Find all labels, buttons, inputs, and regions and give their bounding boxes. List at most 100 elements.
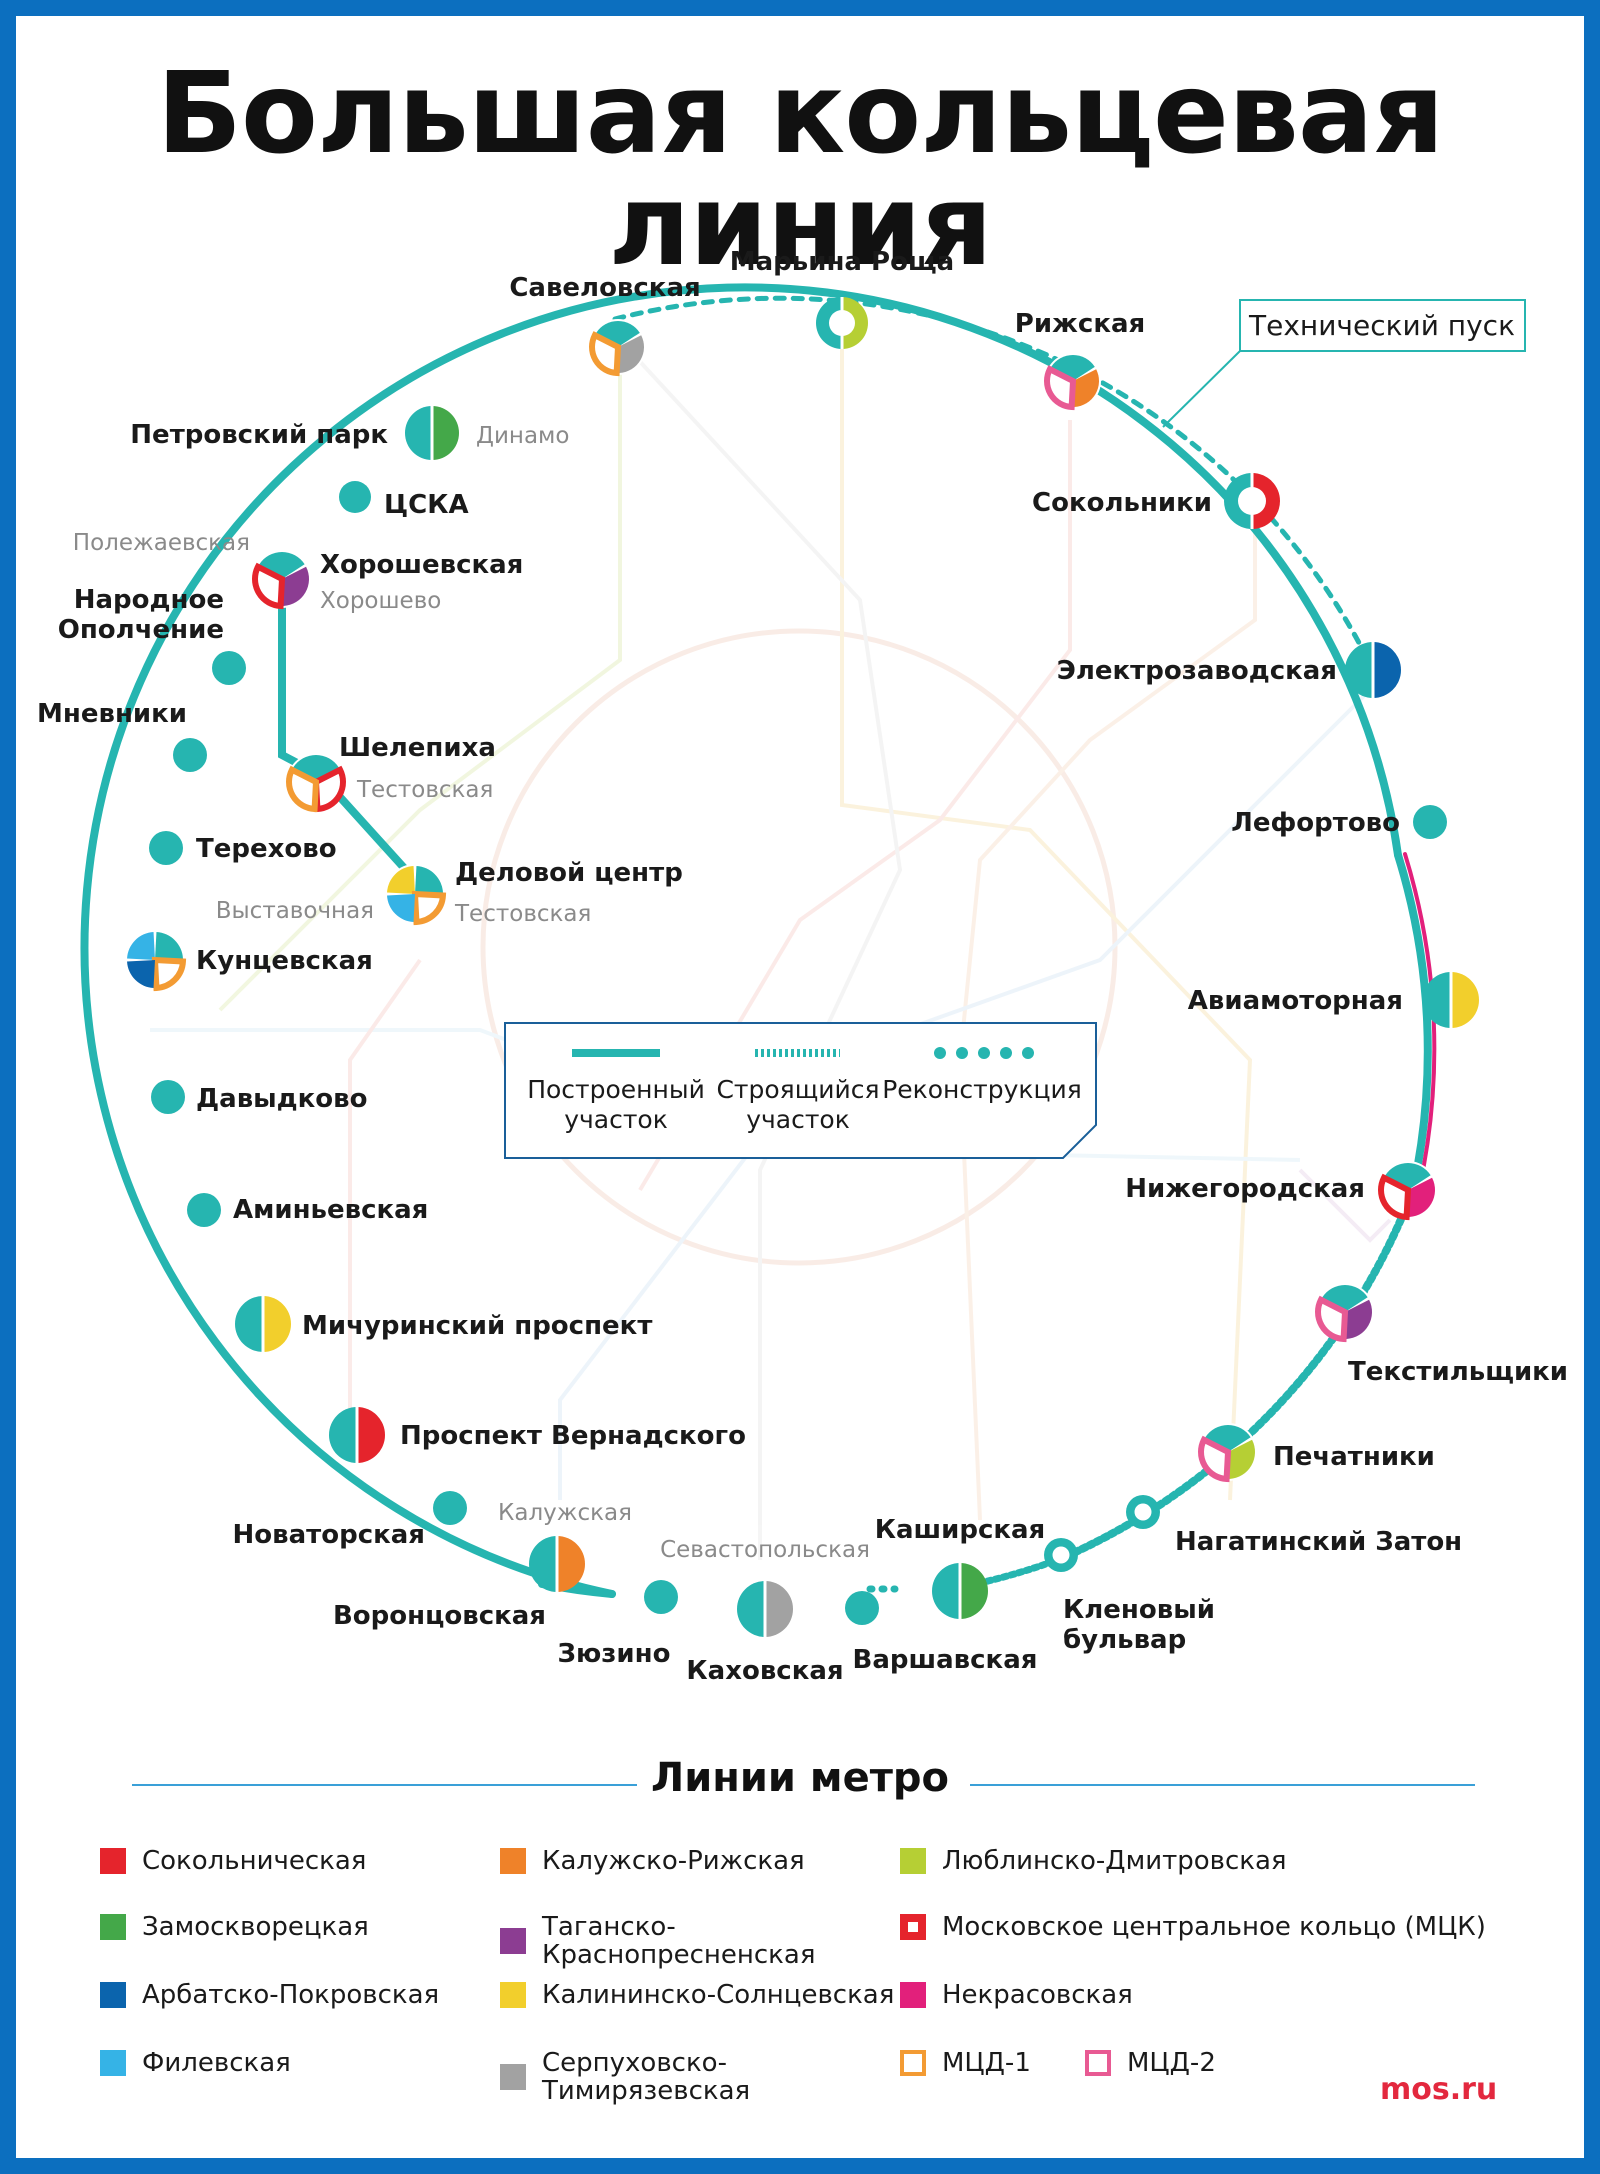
station-marker-segment	[1073, 369, 1099, 407]
station-marker-segment	[1051, 355, 1095, 381]
station-marker	[149, 831, 183, 865]
line-swatch	[500, 1928, 526, 1954]
station-mnevniki[interactable]: Мневники	[37, 699, 207, 772]
bg-line-yellow	[840, 325, 1253, 1501]
station-name: Текстильщики	[1348, 1357, 1568, 1387]
line-name: Арбатско-Покровская	[142, 1980, 440, 2010]
station-marker-segment	[1205, 1425, 1251, 1452]
station-savel[interactable]: Савеловская	[509, 273, 701, 377]
tech-launch-callout: Технический пуск	[1162, 299, 1526, 428]
station-marker-left	[329, 1407, 357, 1463]
station-marker-left	[235, 1296, 263, 1352]
track-legend: Построенный участок Строящийся участок Р…	[504, 1022, 1097, 1159]
station-marker-segment	[1228, 1439, 1255, 1479]
station-name: Проспект Вернадского	[400, 1421, 746, 1451]
station-nizhegor[interactable]: Нижегородская	[1125, 1161, 1437, 1221]
station-marker-left	[1423, 972, 1451, 1028]
station-transfer-name-2: Выставочная	[216, 898, 374, 924]
station-tekstil[interactable]: Текстильщики	[1315, 1283, 1568, 1387]
bg-line-purple	[1298, 1168, 1392, 1243]
station-marker-left	[1345, 642, 1373, 698]
line-name: Калужско-Рижская	[542, 1846, 805, 1876]
station-marker	[433, 1491, 467, 1525]
station-varshav[interactable]: Варшавская	[845, 1591, 1037, 1675]
station-rizhskaya[interactable]: Рижская	[1015, 309, 1145, 411]
line-swatch	[100, 2050, 126, 2076]
station-name: Сокольники	[1032, 488, 1212, 518]
station-marker-segment	[1198, 1435, 1232, 1483]
line-name: Серпуховско-Тимирязевская	[542, 2048, 751, 2106]
line-swatch	[500, 1982, 526, 2008]
station-marker	[339, 481, 371, 513]
station-marker-segment	[151, 956, 187, 992]
station-aminev[interactable]: Аминьевская	[187, 1193, 428, 1227]
station-terekhovo[interactable]: Терехово	[149, 831, 337, 865]
station-name: Кунцевская	[196, 946, 373, 976]
station-transfer-name: Тестовская	[356, 777, 493, 803]
station-davydkovo[interactable]: Давыдково	[151, 1080, 368, 1114]
station-name: Воронцовская	[333, 1601, 546, 1631]
station-marker-segment	[282, 566, 310, 606]
station-pechatniki[interactable]: Печатники	[1198, 1423, 1435, 1483]
bg-circle-line	[480, 628, 1118, 1266]
station-marker	[187, 1193, 221, 1227]
station-name: Варшавская	[853, 1645, 1038, 1675]
legend-built-label-1: Построенный	[527, 1075, 705, 1104]
station-cska[interactable]: ЦСКА	[339, 481, 469, 520]
station-marker-segment	[1345, 1299, 1372, 1339]
station-marker-right	[1373, 642, 1401, 698]
station-name-line2: бульвар	[1063, 1625, 1186, 1655]
line-name-line2: Тимирязевская	[542, 2076, 751, 2106]
station-aviamotor[interactable]: Авиамоторная	[1188, 972, 1479, 1028]
line-swatch	[100, 1848, 126, 1874]
station-marker-left	[737, 1581, 765, 1637]
station-marker-segment	[259, 551, 305, 579]
station-lefortovo[interactable]: Лефортово	[1231, 805, 1447, 839]
legend-construction-label-1: Строящийся	[716, 1075, 879, 1104]
station-name: Рижская	[1015, 309, 1145, 339]
page-title: Большая кольцевая линия	[156, 49, 1445, 291]
ring-built-left	[80, 283, 1402, 1598]
station-elektrozav[interactable]: Электрозаводская	[1057, 642, 1401, 698]
station-name: Электрозаводская	[1057, 656, 1337, 686]
station-marker	[644, 1580, 678, 1614]
station-kashir[interactable]: Каширская	[875, 1515, 1046, 1619]
station-nagatin[interactable]: Нагатинский Затон	[1126, 1495, 1462, 1557]
legend-reconstruction-sample	[934, 1047, 1034, 1059]
station-name: Народное	[74, 585, 224, 615]
station-name: Зюзино	[558, 1639, 671, 1669]
station-marker-right	[557, 1536, 585, 1592]
station-marker-segment	[312, 765, 346, 813]
line-name: Некрасовская	[942, 1980, 1133, 2010]
station-novator[interactable]: Новаторская	[233, 1491, 467, 1550]
station-marker-segment	[286, 765, 320, 813]
station-marker-hollow	[829, 310, 855, 336]
line-name: Сокольническая	[142, 1846, 367, 1876]
station-name: Хорошевская	[320, 550, 523, 580]
station-maryina[interactable]: Марьина Роща	[730, 247, 954, 349]
station-marker	[212, 651, 246, 685]
station-michurin[interactable]: Мичуринский проспект	[235, 1296, 652, 1352]
line-name: Люблинско-Дмитровская	[942, 1846, 1287, 1876]
station-marker	[173, 738, 207, 772]
station-name: Авиамоторная	[1188, 986, 1403, 1016]
station-zyuzino[interactable]: Зюзино	[558, 1580, 678, 1669]
line-name-line2: Краснопресненская	[542, 1940, 816, 1970]
line-name: Таганско-Краснопресненская	[542, 1912, 816, 1970]
station-vernad[interactable]: Проспект Вернадского	[329, 1407, 746, 1463]
station-marker-right	[357, 1407, 385, 1463]
station-kuntsev[interactable]: Кунцевская	[125, 930, 373, 992]
station-sokolniki[interactable]: Сокольники	[1032, 473, 1280, 529]
station-name: Деловой центр	[455, 858, 683, 888]
bg-line-lightgreen	[218, 340, 622, 1012]
station-name: Новаторская	[233, 1520, 425, 1550]
